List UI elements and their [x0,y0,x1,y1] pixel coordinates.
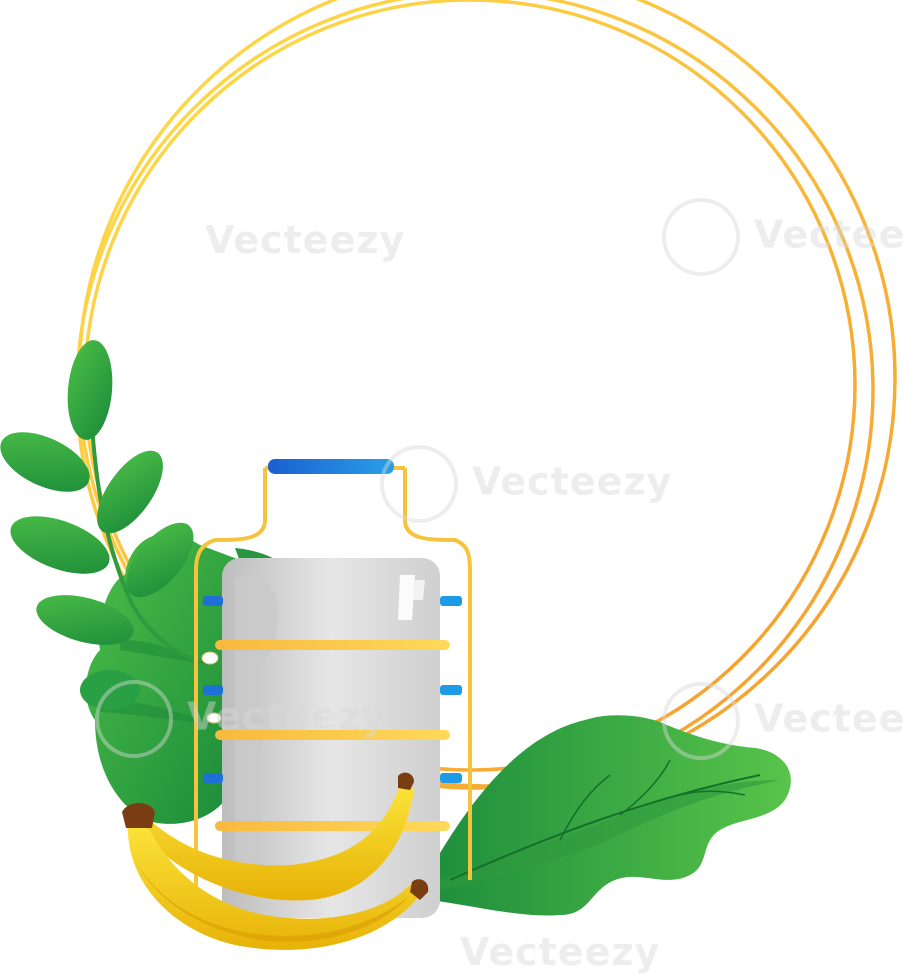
tiffin-band [215,821,450,831]
banana-bunch-icon [122,772,429,950]
tiffin-clip [203,773,223,783]
banana [140,783,414,901]
sprig-leaf [0,432,90,492]
tiffin-clip [440,773,462,783]
banana [127,822,424,950]
tiffin-band [215,730,450,740]
sprig-leaf [126,522,194,598]
tiffin-handle [268,459,394,474]
tiffin-clip [440,596,462,606]
leaf-sprig-icon [0,340,196,710]
sprig-leaf [80,670,140,710]
tiffin-clip [440,685,462,695]
tiffin-band [215,640,450,650]
sprig-leaf [10,516,110,574]
tiffin-clip [203,685,223,695]
sprig-leaf [36,595,134,645]
tiffin-carrier-icon [194,459,472,920]
oak-leaf-icon [430,715,791,916]
sprig-leaf [67,340,113,440]
tiffin-clip [203,596,223,606]
sprig-leaf [97,450,163,534]
